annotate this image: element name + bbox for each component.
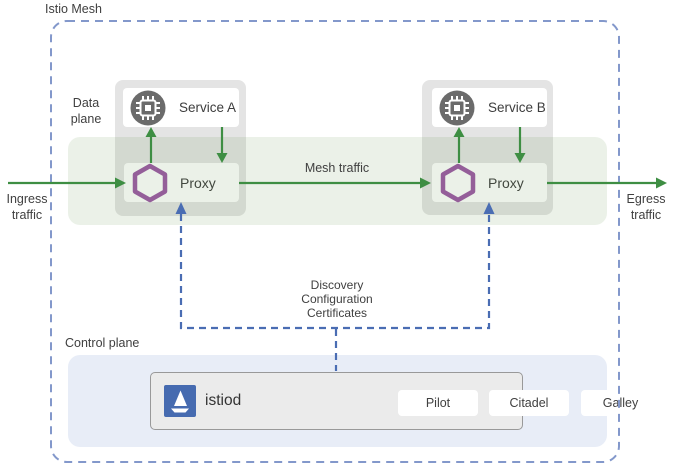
- egress-arrow-head: [656, 177, 667, 189]
- mesh-traffic-label: Mesh traffic: [304, 161, 370, 175]
- istiod-node: istiod Pilot Citadel Galley: [150, 372, 660, 430]
- connector-label-line: Certificates: [306, 306, 368, 320]
- ingress-traffic-label: Ingress traffic: [6, 192, 48, 222]
- connector-label-line: Configuration: [301, 292, 373, 306]
- hexagon-icon: [132, 163, 168, 203]
- proxy-a-node: Proxy: [124, 163, 239, 202]
- service-b-label: Service B: [488, 100, 546, 115]
- istiod-label: istiod: [205, 392, 242, 409]
- data-plane-label: Data plane: [70, 96, 102, 126]
- istio-mesh-title: Istio Mesh: [45, 2, 102, 16]
- galley-component: Galley: [581, 390, 660, 416]
- control-plane-connector-label: Discovery Configuration Certificates: [281, 278, 393, 320]
- egress-traffic-label: Egress traffic: [626, 192, 666, 222]
- citadel-component: Citadel: [489, 390, 569, 416]
- proxy-a-label: Proxy: [180, 174, 216, 191]
- chip-icon: [439, 90, 475, 126]
- chip-icon: [130, 90, 166, 126]
- service-a-label: Service A: [179, 100, 237, 115]
- connector-label-line: Discovery: [310, 278, 364, 292]
- proxy-b-node: Proxy: [432, 163, 547, 202]
- istio-sail-logo-icon: [164, 385, 196, 417]
- control-plane-label: Control plane: [65, 336, 140, 350]
- pilot-component: Pilot: [398, 390, 478, 416]
- hexagon-icon: [440, 163, 476, 203]
- service-a-node: Service A: [123, 88, 239, 127]
- service-b-node: Service B: [432, 88, 547, 127]
- proxy-b-label: Proxy: [488, 174, 524, 191]
